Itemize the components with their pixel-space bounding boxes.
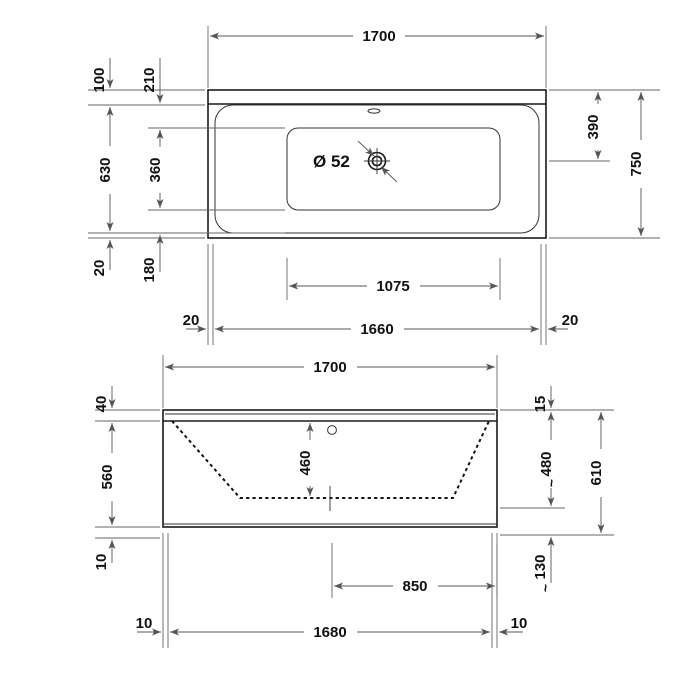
dim-label-15: 15 (532, 396, 549, 413)
dim-10-left-vertical: 10 (93, 537, 160, 571)
dim-630: 630 (88, 104, 205, 234)
dim-100: 100 (88, 58, 205, 93)
label-bg-1660 (351, 320, 404, 338)
top-view-tub-outline (207, 89, 547, 239)
hidden-bowl-profile (171, 420, 490, 499)
dim-15: 15 (500, 386, 614, 412)
label-bg-1700 (353, 27, 405, 45)
dim-label-20-right-horizontal: 20 (562, 312, 579, 329)
dim-750: 750 (549, 92, 660, 239)
dim-390: 390 (549, 89, 660, 162)
label-bg-460 (301, 440, 319, 486)
drain-symbol-group: Ø 52 (313, 140, 398, 183)
dim-label-1700-front: 1700 (313, 359, 346, 376)
top-view-group: Ø 52 1700 100 210 630 (88, 26, 660, 345)
dim-480: 480 ~ (500, 412, 565, 509)
dim-label-630: 630 (97, 157, 114, 182)
dim-label-10-right-horizontal: 10 (511, 615, 528, 632)
label-bg-850 (393, 577, 438, 595)
front-view-outer-rect (162, 409, 498, 528)
label-bg-750 (632, 140, 650, 188)
overflow-slot (367, 108, 381, 114)
dim-360: 360 (147, 127, 285, 211)
dim-label-40: 40 (93, 396, 110, 413)
dim-label-210: 210 (141, 67, 158, 92)
dim-1660-row: 20 1660 20 (183, 244, 579, 345)
dim-label-130: 130 (532, 554, 549, 579)
front-view-group: 1700 40 560 10 460 (93, 355, 614, 648)
dim-40: 40 (93, 386, 160, 422)
label-bg-390 (589, 104, 607, 150)
dim-label-850: 850 (402, 578, 427, 595)
dim-130: 130 ~ (532, 537, 555, 592)
dim-label-560: 560 (99, 464, 116, 489)
dim-label-390: 390 (585, 114, 602, 139)
dim-front-1700: 1700 (162, 355, 498, 408)
dim-label-1660: 1660 (360, 321, 393, 338)
label-bg-610 (592, 449, 610, 497)
dim-label-1680: 1680 (313, 624, 346, 641)
label-bg-560 (103, 453, 121, 501)
dim-label-480-approx-tilde: ~ (543, 479, 559, 487)
dim-label-130-approx-tilde: ~ (537, 584, 553, 592)
dim-label-480: 480 (538, 451, 555, 476)
overflow-hole (327, 425, 337, 435)
dim-label-20-left-vertical: 20 (91, 260, 108, 277)
dim-top-1700: 1700 (207, 26, 547, 88)
dim-1075: 1075 (286, 258, 501, 300)
dim-460: 460 (297, 423, 319, 496)
dim-label-360: 360 (147, 157, 164, 182)
dim-label-750: 750 (628, 151, 645, 176)
label-bg-480 (542, 440, 560, 488)
drain-leader-upper (357, 140, 375, 157)
dim-label-460: 460 (297, 450, 314, 475)
dim-label-180: 180 (141, 257, 158, 282)
dim-label-20-left-horizontal: 20 (183, 312, 200, 329)
front-view-tub-outline (162, 409, 498, 528)
label-bg-front-1700 (304, 358, 357, 376)
top-view-outer-rect (207, 89, 547, 239)
label-bg-1680 (304, 623, 357, 641)
dim-560: 560 (95, 423, 160, 528)
dim-label-10-left-horizontal: 10 (136, 615, 153, 632)
dim-20-left-vertical: 20 (88, 237, 205, 277)
label-bg-630 (101, 146, 119, 194)
label-bg-1075 (367, 277, 420, 295)
dim-610: 610 (500, 412, 614, 536)
drain-leader-lower (380, 166, 398, 183)
drain-diameter-label: Ø 52 (313, 152, 350, 171)
top-view-inner-bowl (214, 104, 540, 234)
dim-label-1075: 1075 (376, 278, 409, 295)
dim-label-10-left-vertical: 10 (93, 554, 110, 571)
label-bg-360 (151, 147, 169, 193)
dim-label-100: 100 (91, 67, 108, 92)
dim-1680-row: 10 1680 10 (136, 533, 528, 648)
dim-180: 180 (141, 232, 285, 283)
top-view-basin-rect (286, 127, 501, 211)
dim-label-610: 610 (588, 460, 605, 485)
dim-label-1700-top: 1700 (362, 28, 395, 45)
